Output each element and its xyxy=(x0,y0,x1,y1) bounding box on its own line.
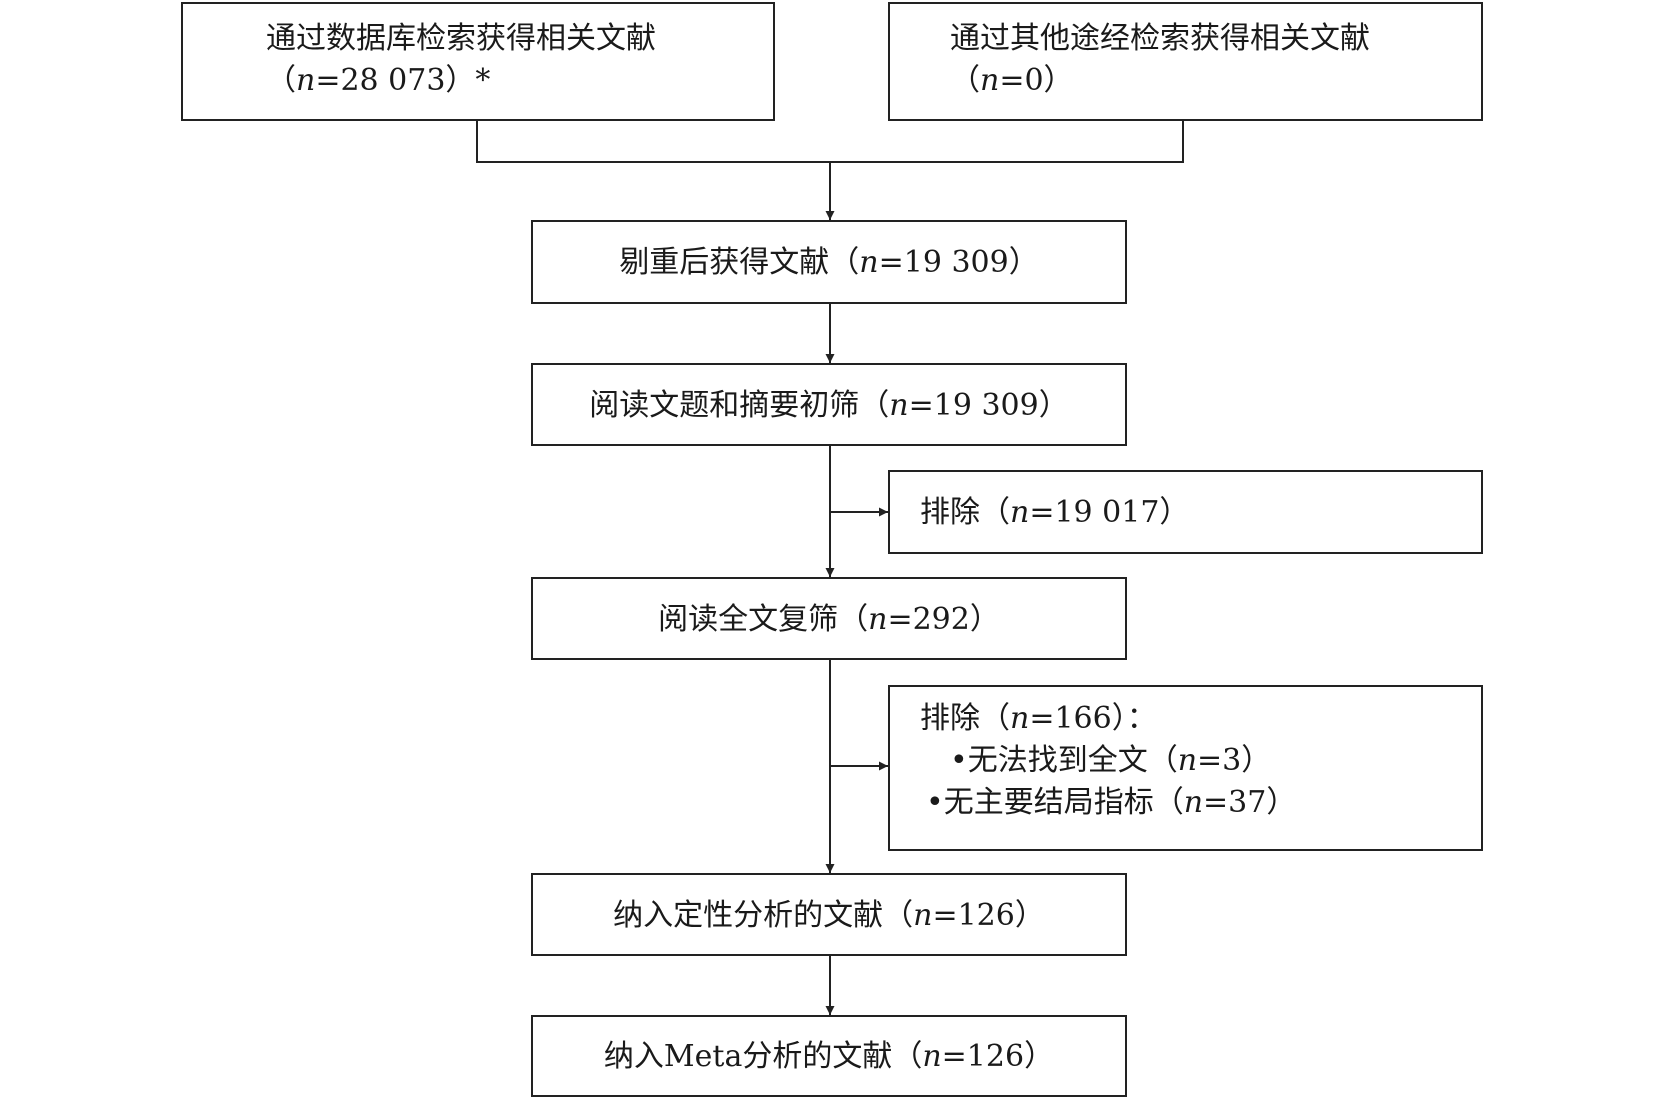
title-abstract-screening-text: 阅读文题和摘要初筛（n=19 309） xyxy=(589,388,1069,423)
qualitative-synthesis-box: 纳入定性分析的文献（n=126） xyxy=(531,873,1127,956)
meta-analysis-text: 纳入Meta分析的文献（n=126） xyxy=(603,1039,1055,1074)
excluded-screening-box: 排除（n=19 017） xyxy=(888,470,1483,554)
other-records-count: （n=0） xyxy=(950,63,1074,98)
qualitative-synthesis-text: 纳入定性分析的文献（n=126） xyxy=(613,898,1045,933)
deduplicated-records-box: 剔重后获得文献（n=19 309） xyxy=(531,220,1127,304)
database-records-count: （n=28 073）* xyxy=(266,63,491,98)
title-abstract-screening-box: 阅读文题和摘要初筛（n=19 309） xyxy=(531,363,1127,446)
fulltext-screening-text: 阅读全文复筛（n=292） xyxy=(658,602,1000,637)
database-records-label: 通过数据库检索获得相关文献 xyxy=(266,21,656,56)
fulltext-screening-box: 阅读全文复筛（n=292） xyxy=(531,577,1127,660)
database-records-box: 通过数据库检索获得相关文献 （n=28 073）* xyxy=(181,2,775,121)
exclusion-reason-item: •无法找到全文（n=3） xyxy=(950,743,1272,778)
excluded-fulltext-heading: 排除（n=166）： xyxy=(920,701,1157,736)
excluded-screening-text: 排除（n=19 017） xyxy=(920,495,1190,530)
merge-connector xyxy=(476,121,1184,163)
deduplicated-records-text: 剔重后获得文献（n=19 309） xyxy=(619,245,1039,280)
meta-analysis-box: 纳入Meta分析的文献（n=126） xyxy=(531,1015,1127,1097)
other-records-label: 通过其他途经检索获得相关文献 xyxy=(950,21,1370,56)
exclusion-reason-item: •无主要结局指标（n=37） xyxy=(926,785,1297,820)
excluded-fulltext-box: 排除（n=166）： •无法找到全文（n=3） •无主要结局指标（n=37） xyxy=(888,685,1483,851)
other-records-box: 通过其他途经检索获得相关文献 （n=0） xyxy=(888,2,1483,121)
